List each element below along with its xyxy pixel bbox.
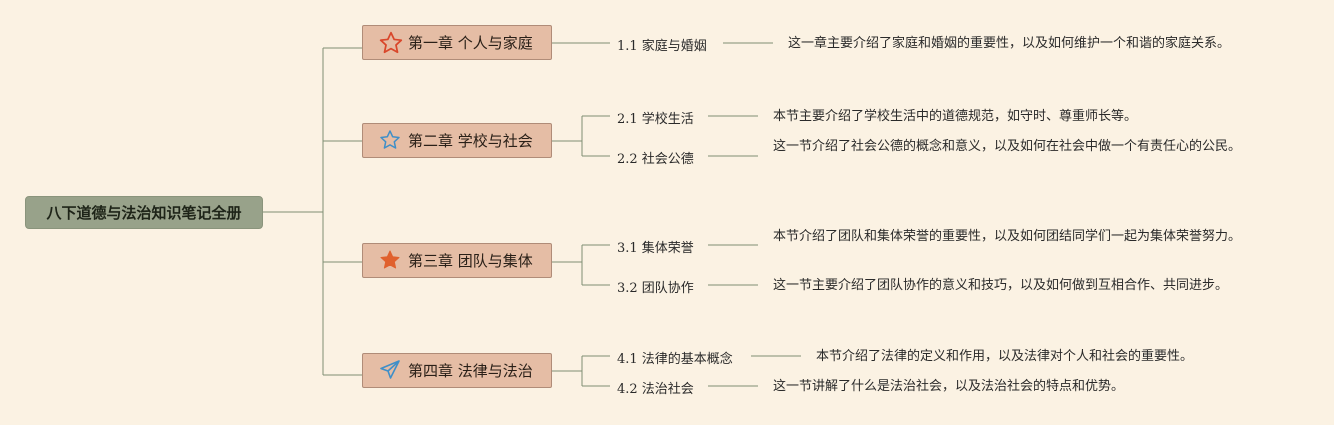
chapter-1-title: 第一章 个人与家庭 (408, 34, 533, 52)
section-3-2[interactable]: 3.2 团队协作 (617, 281, 694, 296)
paper-plane-icon (378, 358, 404, 384)
connector-ch2-branch (552, 115, 610, 157)
chapter-2-title: 第二章 学校与社会 (408, 132, 533, 150)
section-1-1[interactable]: 1.1 家庭与婚姻 (617, 39, 707, 54)
chapter-1[interactable]: 第一章 个人与家庭 (362, 25, 552, 60)
chapter-4-title: 第四章 法律与法治 (408, 362, 533, 380)
chapter-3[interactable]: 第三章 团队与集体 (362, 243, 552, 278)
section-2-2[interactable]: 2.2 社会公德 (617, 152, 694, 167)
section-4-2[interactable]: 4.2 法治社会 (617, 382, 694, 397)
root-topic[interactable]: 八下道德与法治知识笔记全册 (25, 196, 263, 229)
section-4-1-desc: 本节介绍了法律的定义和作用，以及法律对个人和社会的重要性。 (816, 349, 1194, 364)
section-3-1[interactable]: 3.1 集体荣誉 (617, 241, 694, 256)
star-outline-blue-icon (378, 128, 404, 154)
star-filled-orange-icon (378, 248, 404, 274)
star-outline-red-icon (378, 30, 404, 56)
chapter-3-title: 第三章 团队与集体 (408, 252, 533, 270)
chapter-4[interactable]: 第四章 法律与法治 (362, 353, 552, 388)
chapter-2[interactable]: 第二章 学校与社会 (362, 123, 552, 158)
section-3-2-desc: 这一节主要介绍了团队协作的意义和技巧，以及如何做到互相合作、共同进步。 (773, 278, 1229, 293)
section-4-1[interactable]: 4.1 法律的基本概念 (617, 352, 733, 367)
connector-ch4-branch (552, 355, 610, 387)
section-2-2-desc: 这一节介绍了社会公德的概念和意义，以及如何在社会中做一个有责任心的公民。 (773, 139, 1242, 154)
section-2-1-desc: 本节主要介绍了学校生活中的道德规范，如守时、尊重师长等。 (773, 109, 1138, 124)
connector-ch3-branch (552, 244, 610, 286)
root-title: 八下道德与法治知识笔记全册 (46, 204, 242, 222)
section-1-1-desc: 这一章主要介绍了家庭和婚姻的重要性，以及如何维护一个和谐的家庭关系。 (788, 36, 1231, 51)
section-2-1[interactable]: 2.1 学校生活 (617, 112, 694, 127)
section-3-1-desc: 本节介绍了团队和集体荣誉的重要性，以及如何团结同学们一起为集体荣誉努力。 (773, 229, 1242, 244)
section-4-2-desc: 这一节讲解了什么是法治社会，以及法治社会的特点和优势。 (773, 379, 1125, 394)
